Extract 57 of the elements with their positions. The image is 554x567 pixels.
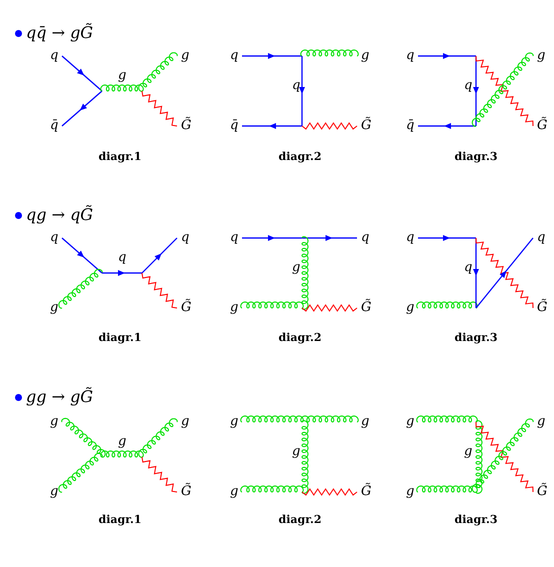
- particle-label: g: [230, 415, 238, 429]
- particle-label: G̃: [361, 119, 372, 133]
- diagram-caption: diagr.3: [454, 331, 498, 344]
- diagram-caption: diagr.2: [278, 513, 322, 526]
- particle-label: g: [406, 301, 414, 315]
- process-heading: qq̄ → gG̃: [26, 24, 94, 42]
- particle-label: g: [406, 485, 414, 499]
- diagram-caption: diagr.3: [454, 513, 498, 526]
- particle-label: g: [230, 485, 238, 499]
- particle-label: g: [406, 415, 414, 429]
- particle-label: G̃: [181, 485, 192, 499]
- particle-label: g: [292, 261, 300, 275]
- particle-label: q: [406, 231, 414, 245]
- diagram-caption: diagr.1: [98, 331, 142, 344]
- particle-label: g: [118, 69, 126, 83]
- particle-label: g: [292, 445, 300, 459]
- diagram-caption: diagr.2: [278, 150, 322, 163]
- particle-label: q: [406, 49, 414, 63]
- particle-label: q: [361, 231, 370, 245]
- process-heading: qg → qG̃: [26, 206, 94, 224]
- particle-label: g: [50, 415, 58, 429]
- particle-label: g: [181, 415, 190, 429]
- diagram-caption: diagr.1: [98, 513, 142, 526]
- particle-label: q̄: [50, 119, 58, 133]
- process-heading: gg → gG̃: [26, 388, 94, 406]
- particle-label: G̃: [181, 119, 192, 133]
- particle-label: q: [50, 49, 58, 63]
- particle-label: q: [292, 79, 300, 93]
- diagram-caption: diagr.1: [98, 150, 142, 163]
- particle-label: g: [361, 415, 370, 429]
- diagram-caption: diagr.2: [278, 331, 322, 344]
- particle-label: G̃: [537, 119, 548, 133]
- particle-label: G̃: [537, 485, 548, 499]
- particle-label: g: [118, 435, 126, 449]
- particle-label: g: [361, 49, 370, 63]
- particle-label: g: [181, 49, 190, 63]
- particle-label: g: [230, 301, 238, 315]
- particle-label: g: [50, 485, 58, 499]
- particle-label: q: [464, 79, 472, 93]
- particle-label: G̃: [361, 485, 372, 499]
- particle-label: q: [230, 49, 238, 63]
- particle-label: G̃: [361, 301, 372, 315]
- particle-label: q: [230, 231, 238, 245]
- particle-label: q: [464, 261, 472, 275]
- particle-label: q: [181, 231, 190, 245]
- particle-label: q̄: [230, 119, 238, 133]
- particle-label: q̄: [406, 119, 414, 133]
- particle-label: g: [50, 301, 58, 315]
- particle-label: g: [464, 445, 472, 459]
- particle-label: q: [537, 231, 546, 245]
- diagram-caption: diagr.3: [454, 150, 498, 163]
- particle-label: G̃: [537, 301, 548, 315]
- particle-label: g: [537, 415, 546, 429]
- particle-label: q: [118, 251, 126, 265]
- particle-label: q: [50, 231, 58, 245]
- particle-label: g: [537, 49, 546, 63]
- particle-label: G̃: [181, 301, 192, 315]
